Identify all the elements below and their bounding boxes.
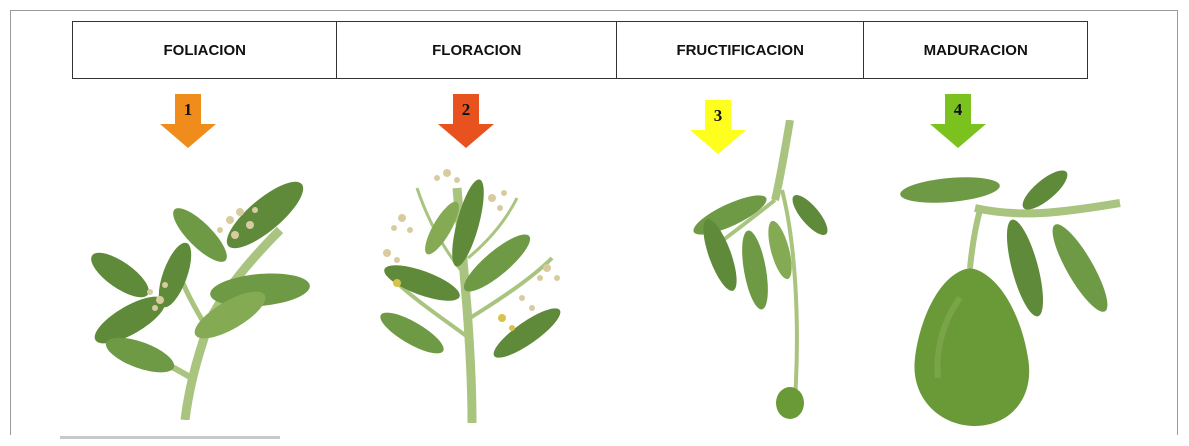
stage-label-floracion: FLORACION	[337, 22, 617, 78]
stage-3-number: 3	[713, 106, 723, 125]
stage-4-number: 4	[953, 100, 963, 119]
figure-frame	[10, 10, 1178, 435]
stage-1-arrow-icon: 1	[158, 94, 218, 148]
fruit-set-branch-icon	[690, 119, 850, 430]
stage-2-arrow-icon: 2	[436, 94, 496, 148]
leafy-shoot-icon	[90, 180, 320, 425]
cropped-bottom-edge	[60, 428, 290, 446]
stage-3-arrow-icon: 3	[688, 100, 748, 154]
stage-2-number: 2	[461, 100, 471, 119]
stage-label-fructificacion: FRUCTIFICACION	[617, 22, 865, 78]
stage-1-number: 1	[183, 100, 193, 119]
flowering-branch-icon	[372, 168, 582, 428]
stage-header-table: FOLIACION FLORACION FRUCTIFICACION MADUR…	[72, 21, 1088, 79]
ripe-avocado-icon	[900, 168, 1125, 435]
stage-label-maduracion: MADURACION	[923, 41, 1028, 59]
stage-label-foliacion: FOLIACION	[73, 22, 338, 78]
stage-4-arrow-icon: 4	[928, 94, 988, 148]
